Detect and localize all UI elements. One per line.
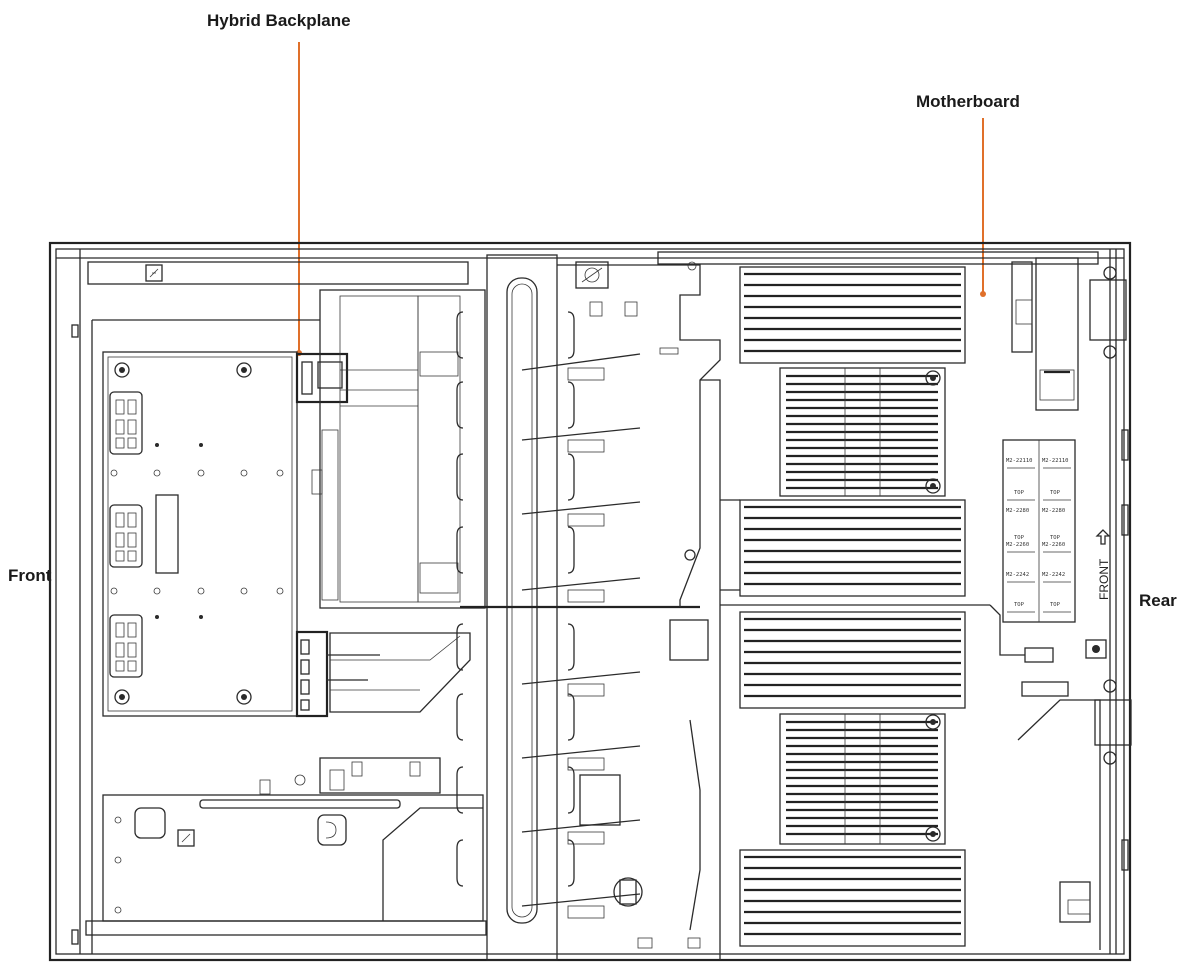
cpu-heatsink-1: [779, 367, 946, 497]
chassis-outline: [48, 241, 1132, 962]
dimm-bank-4: [739, 849, 966, 947]
m2-right-label-4: TOP: [1050, 535, 1061, 541]
rear-io: [1011, 257, 1132, 950]
dimm-bank-1: [739, 266, 966, 364]
m2-slot-block: M2-22110 TOP M2-2280 TOP M2-2260 M2-2242…: [1002, 439, 1111, 623]
drive-connector-group: [109, 391, 143, 678]
front-label: Front: [8, 566, 52, 585]
drive-cage: [102, 351, 349, 718]
m2-right-label-2: TOP: [1050, 490, 1061, 496]
hybrid-backplane-label: Hybrid Backplane: [207, 11, 351, 30]
motherboard-area: [557, 264, 1054, 960]
m2-right-label-6: M2-2242: [1042, 572, 1065, 578]
m2-left-label-5: M2-2260: [1006, 542, 1029, 548]
m2-left-label-2: TOP: [1014, 490, 1025, 496]
cpu-heatsink-2: [779, 713, 946, 845]
m2-left-label-4: TOP: [1014, 535, 1025, 541]
motherboard-leader-dot: [980, 291, 986, 297]
m2-right-label-5: M2-2260: [1042, 542, 1065, 548]
m2-right-column: M2-22110 TOP M2-2280 TOP M2-2260 M2-2242…: [1042, 458, 1069, 608]
m2-right-label-3: M2-2280: [1042, 508, 1065, 514]
m2-left-label-7: TOP: [1014, 602, 1025, 608]
top-bracket: [87, 251, 1099, 289]
riser-area: [85, 757, 487, 936]
m2-left-label-3: M2-2280: [1006, 508, 1029, 514]
m2-left-column: M2-22110 TOP M2-2280 TOP M2-2260 M2-2242…: [1006, 458, 1033, 608]
dimm-bank-2: [739, 499, 966, 597]
fans: [456, 311, 575, 887]
dimm-bank-3: [739, 611, 966, 709]
m2-right-label-7: TOP: [1050, 602, 1061, 608]
rear-label: Rear: [1139, 591, 1177, 610]
fan-dividers: [521, 353, 641, 919]
cage-screws: [110, 362, 284, 705]
front-arrow-icon: [1095, 529, 1111, 545]
fan-module: [456, 254, 700, 961]
motherboard-label: Motherboard: [916, 92, 1020, 111]
front-marking: FRONT: [1097, 558, 1111, 600]
m2-left-label-6: M2-2242: [1006, 572, 1029, 578]
m2-left-label-1: M2-22110: [1006, 458, 1033, 464]
m2-right-label-1: M2-22110: [1042, 458, 1069, 464]
leader-lines: [296, 42, 986, 356]
cable-routing: [311, 289, 486, 713]
